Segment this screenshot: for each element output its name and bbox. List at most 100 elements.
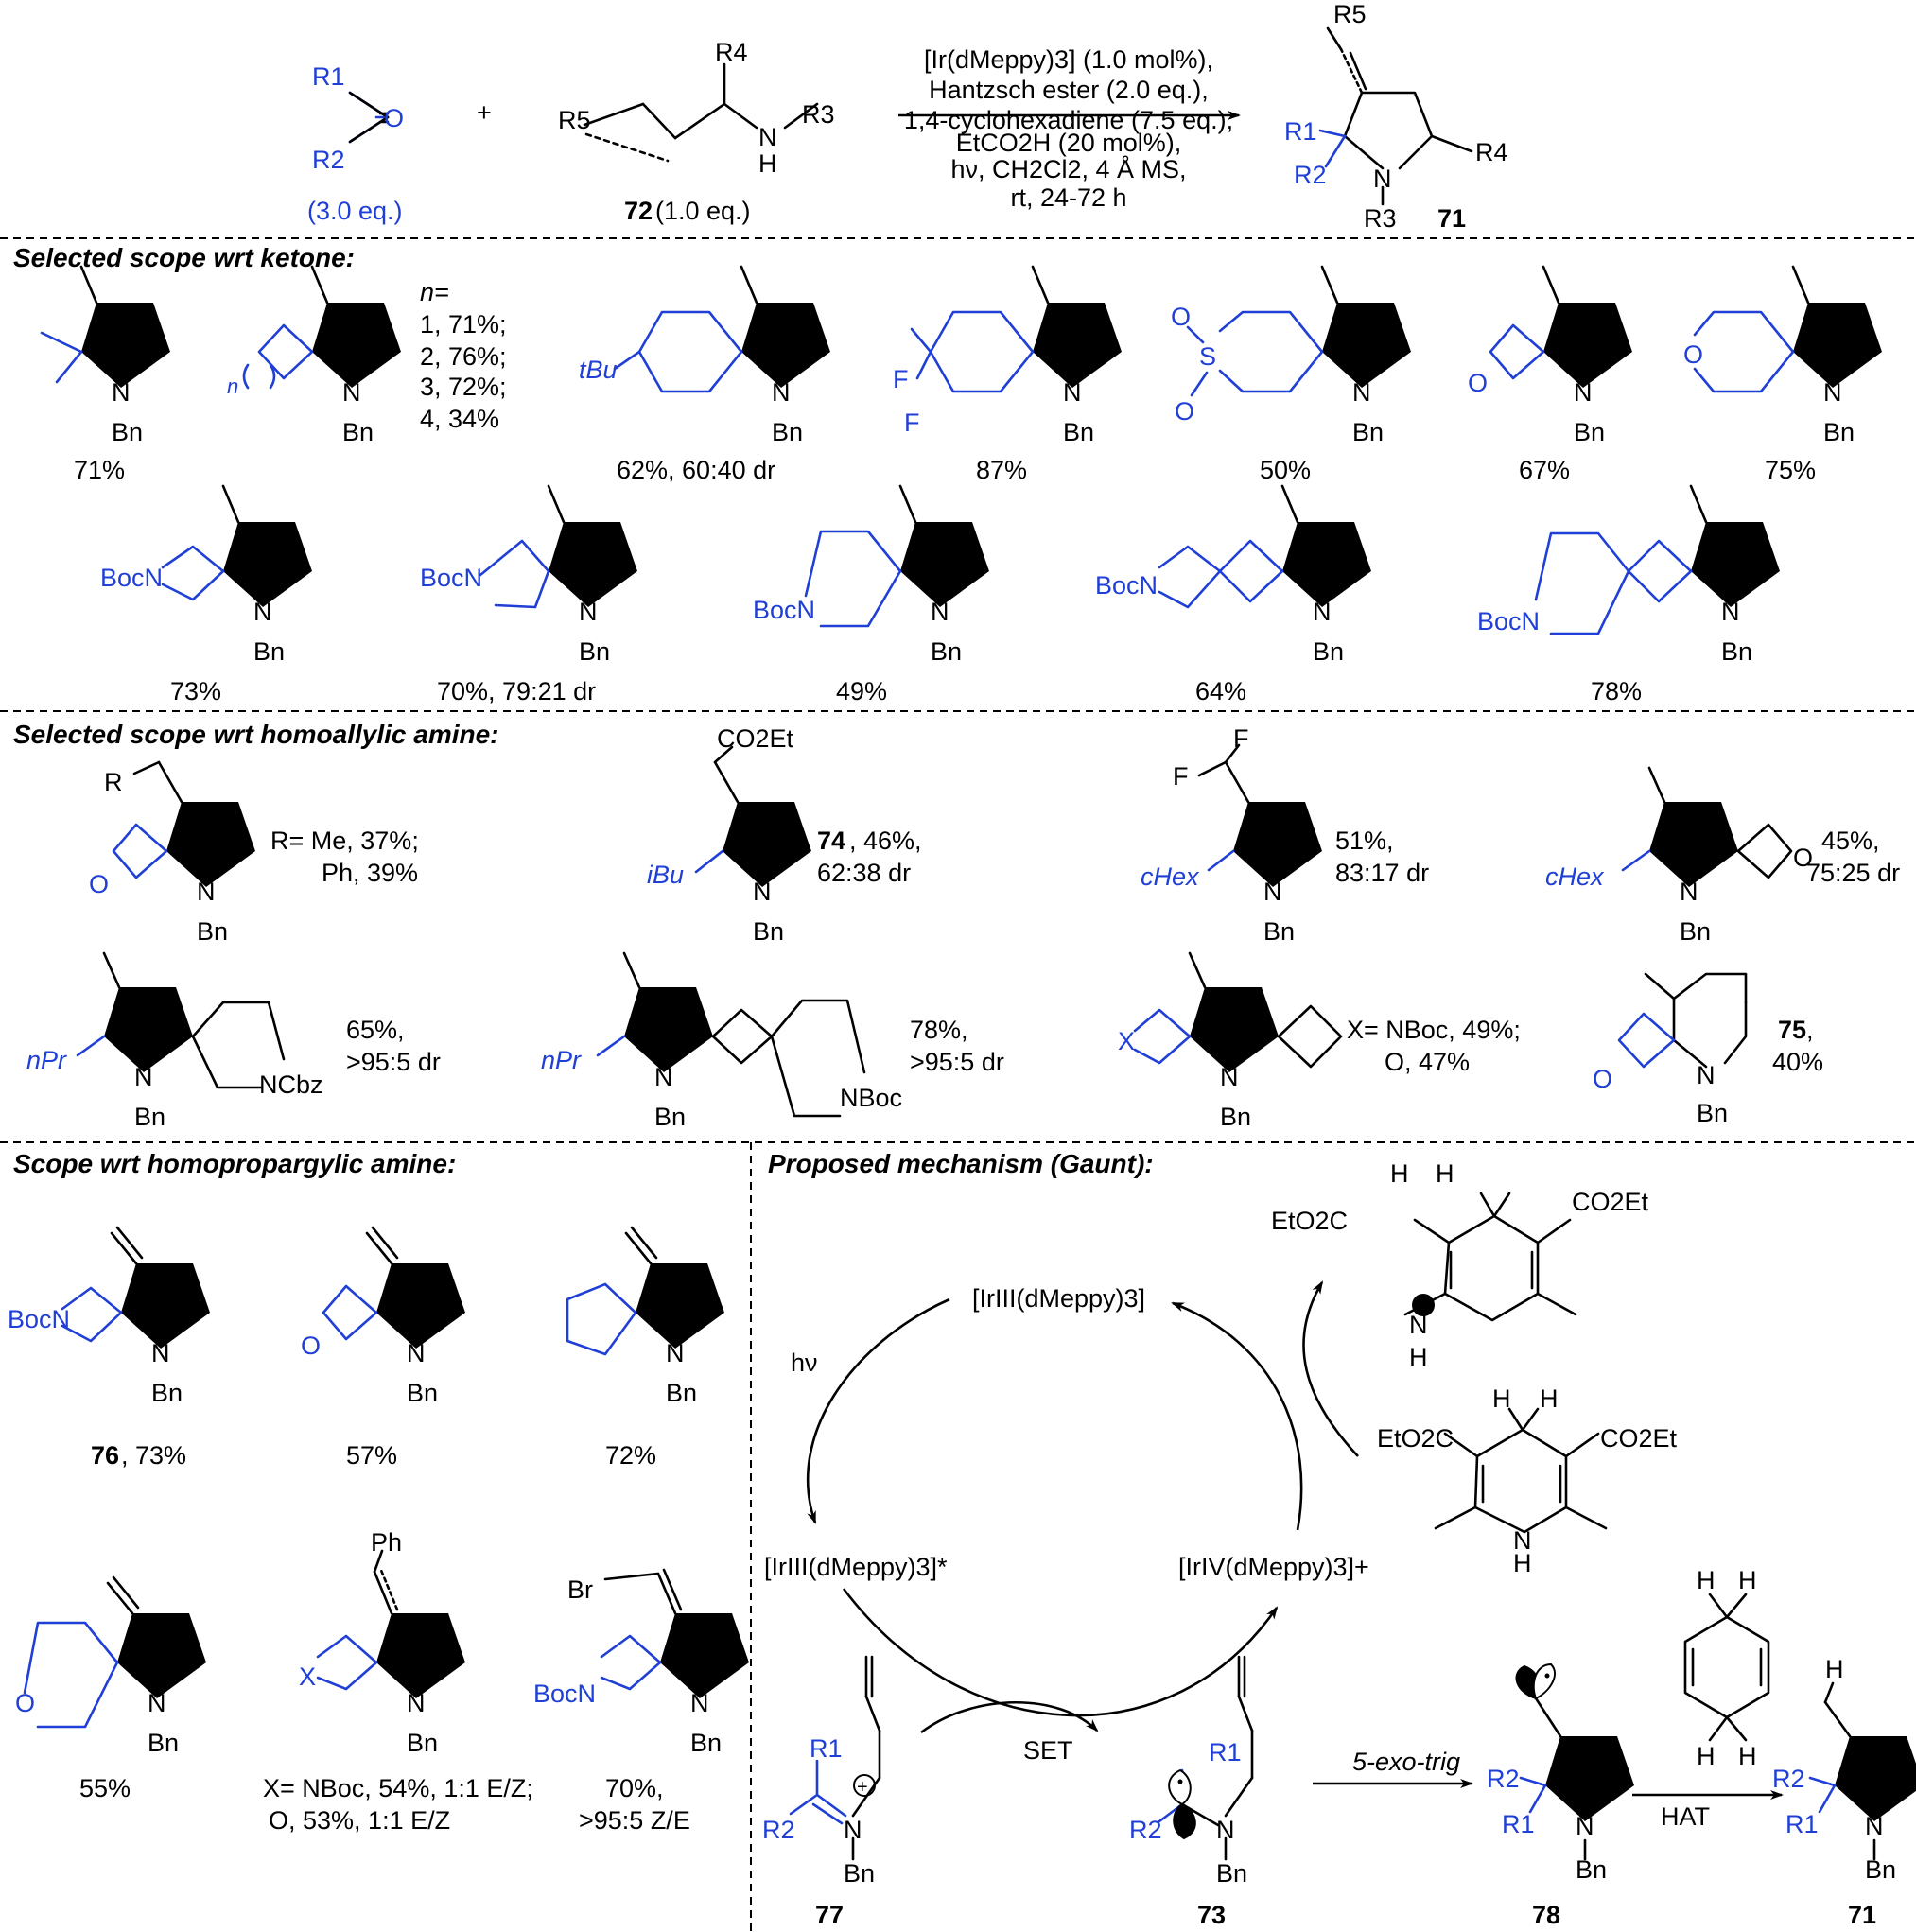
svg-text:R: R	[104, 768, 123, 796]
bn-label: Bn	[112, 418, 143, 446]
svg-text:R1: R1	[1209, 1738, 1242, 1767]
svg-text:Bn: Bn	[654, 1103, 686, 1131]
svg-text:N: N	[1063, 378, 1082, 407]
svg-text:Bn: Bn	[1352, 418, 1384, 446]
svg-text:62:38 dr: 62:38 dr	[817, 859, 911, 887]
homopropargylic-compound-bromovinyl: Br BocN N Bn 70%, >95:5 Z/E	[533, 1568, 749, 1835]
homoallylic-compound-nboc-spiro: nPr NBoc N Bn 78%, >95:5 dr	[541, 951, 1004, 1131]
svg-text:N: N	[1352, 378, 1371, 407]
svg-text:CO2Et: CO2Et	[1572, 1188, 1649, 1216]
svg-text:R1: R1	[810, 1734, 843, 1763]
svg-text:H: H	[1825, 1655, 1844, 1683]
svg-text:Bn: Bn	[579, 637, 610, 666]
svg-text:O, 47%: O, 47%	[1385, 1048, 1470, 1076]
svg-text:83:17 dr: 83:17 dr	[1335, 859, 1429, 887]
svg-text:64%: 64%	[1195, 677, 1246, 705]
product-nitrogen: N	[1373, 165, 1392, 193]
amine-equivalents: (1.0 eq.)	[655, 197, 751, 225]
svg-text:O: O	[89, 870, 109, 898]
svg-text:, 46%,: , 46%,	[849, 827, 922, 855]
svg-text:Bn: Bn	[1216, 1859, 1247, 1888]
homopropargylic-compound-76: BocN N Bn 76 , 73%	[8, 1226, 210, 1470]
svg-text:87%: 87%	[976, 456, 1027, 484]
svg-text:H: H	[1513, 1549, 1532, 1577]
svg-text:73: 73	[1197, 1901, 1226, 1929]
ketone-compound-piperidine-boc: BocN N Bn 49%	[753, 484, 989, 705]
hat-label: HAT	[1661, 1802, 1710, 1831]
hantzsch-radical-cation: H H EtO2C CO2Et CO2Et + N H	[1271, 1159, 1649, 1371]
svg-text:X= NBoc, 49%;: X= NBoc, 49%;	[1347, 1016, 1521, 1044]
svg-text:1, 71%;: 1, 71%;	[420, 310, 507, 339]
svg-text:F: F	[1233, 724, 1249, 753]
reagent-r2: R2	[312, 146, 345, 174]
svg-text:76: 76	[91, 1441, 119, 1470]
svg-text:,: ,	[1806, 1016, 1814, 1044]
svg-text:cHex: cHex	[1141, 862, 1200, 891]
svg-text:O, 53%, 1:1 E/Z: O, 53%, 1:1 E/Z	[269, 1806, 450, 1835]
svg-text:N: N	[1865, 1812, 1884, 1840]
svg-text:EtO2C: EtO2C	[1377, 1424, 1454, 1453]
homoallylic-compound-75: O N Bn 75 , 40%	[1593, 972, 1823, 1127]
svg-text:N: N	[1680, 878, 1698, 906]
svg-text:Bn: Bn	[407, 1729, 438, 1757]
svg-text:O: O	[1593, 1065, 1612, 1093]
svg-text:H: H	[1738, 1566, 1757, 1594]
svg-text:N: N	[1574, 378, 1593, 407]
ketone-compound-azetidine: BocN N Bn 73%	[100, 484, 312, 705]
ketone-compound-azaspiroheptane: BocN N Bn 64%	[1095, 484, 1371, 705]
reagent-r1: R1	[312, 62, 345, 91]
svg-text:N: N	[690, 1689, 709, 1717]
amine-hydrogen: H	[758, 149, 777, 178]
product-r5: R5	[1333, 0, 1367, 28]
svg-text:R2: R2	[1487, 1765, 1520, 1793]
svg-text:N: N	[1409, 1311, 1428, 1339]
svg-text:78%: 78%	[1591, 677, 1642, 705]
cyclohexadiene: H H H H	[1683, 1566, 1770, 1770]
mechanism-header: Proposed mechanism (Gaunt):	[768, 1149, 1154, 1178]
svg-text:BocN: BocN	[420, 564, 482, 592]
svg-text:BocN: BocN	[8, 1305, 70, 1333]
ketone-compound-difluoro: F F N Bn 87%	[893, 265, 1122, 484]
svg-text:Bn: Bn	[844, 1859, 875, 1888]
svg-text:Bn: Bn	[1063, 418, 1094, 446]
svg-text:Bn: Bn	[1263, 917, 1295, 946]
svg-text:73%: 73%	[170, 677, 221, 705]
svg-text:75%: 75%	[1765, 456, 1816, 484]
svg-text:N: N	[1697, 1061, 1716, 1089]
ir3-catalyst: [IrIII(dMeppy)3]	[972, 1284, 1145, 1313]
svg-text:R2: R2	[1129, 1816, 1162, 1844]
svg-text:74: 74	[817, 827, 845, 855]
svg-text:NCbz: NCbz	[259, 1070, 323, 1099]
plus-sign: +	[477, 98, 492, 127]
homoallylic-compound-difluoromethyl: F F cHex N Bn 51%, 83:17 dr	[1141, 724, 1429, 946]
svg-text:, 73%: , 73%	[121, 1441, 186, 1470]
svg-text:70%,: 70%,	[605, 1774, 664, 1802]
homoallylic-compound-x-dispiro: X N Bn X= NBoc, 49%; O, 47%	[1118, 951, 1521, 1131]
svg-text:N: N	[342, 378, 361, 407]
svg-text:Bn: Bn	[1574, 418, 1605, 446]
svg-text:iBu: iBu	[647, 861, 684, 889]
product-r1: R1	[1284, 117, 1317, 146]
mechanism-section: Proposed mechanism (Gaunt): [IrIII(dMepp…	[762, 1149, 1916, 1929]
ketone-compound-tbu: tBu N Bn 62%, 60:40 dr	[579, 265, 830, 484]
svg-text:Bn: Bn	[1576, 1855, 1607, 1884]
amine-nitrogen: N	[758, 123, 777, 151]
svg-text:>95:5 dr: >95:5 dr	[346, 1048, 441, 1076]
svg-text:H: H	[1436, 1159, 1454, 1188]
svg-text:>95:5 Z/E: >95:5 Z/E	[579, 1806, 690, 1835]
svg-text:Bn: Bn	[1697, 1099, 1728, 1127]
svg-text:+: +	[1413, 1297, 1424, 1317]
reagent-oxygen: O	[384, 104, 404, 132]
svg-text:N: N	[1263, 878, 1282, 906]
svg-text:F: F	[904, 409, 920, 437]
svg-text:N: N	[753, 878, 772, 906]
svg-text:N: N	[772, 378, 791, 407]
svg-text:O: O	[1175, 397, 1194, 426]
svg-text:78%,: 78%,	[910, 1016, 968, 1044]
svg-text:O: O	[1468, 369, 1488, 397]
hantzsch-ester: H H EtO2C CO2Et N H	[1377, 1384, 1678, 1577]
ketone-compound-sulfone: S O O N Bn 50%	[1171, 265, 1411, 484]
ketone-reagent-structure	[348, 91, 390, 144]
svg-text:67%: 67%	[1519, 456, 1570, 484]
svg-text:BocN: BocN	[533, 1680, 596, 1708]
